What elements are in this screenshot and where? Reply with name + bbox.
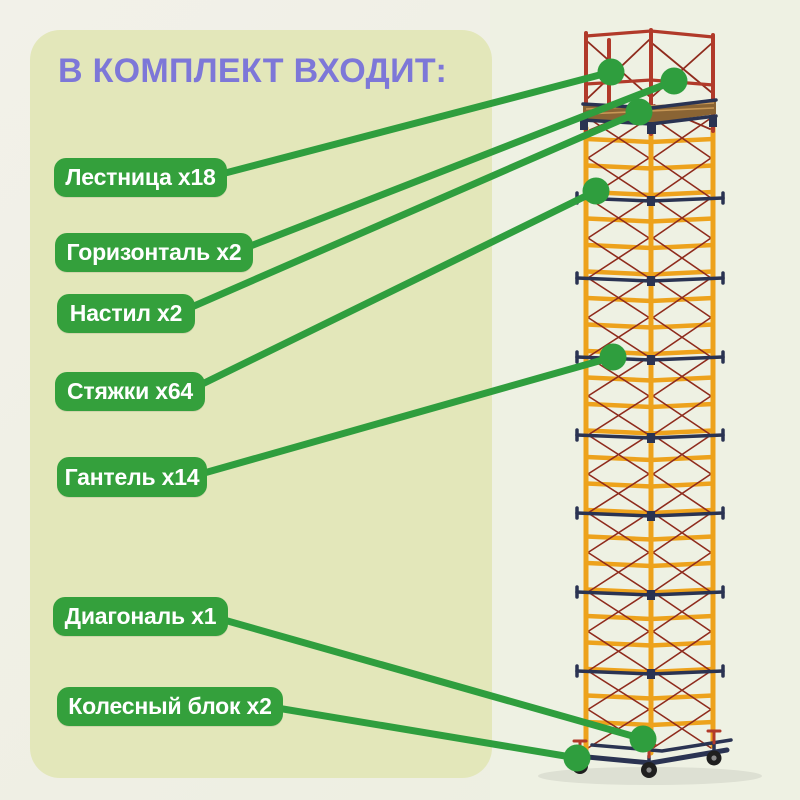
ladder-rung xyxy=(651,378,713,381)
ladder-rung xyxy=(651,537,713,540)
dumbbell-clamp xyxy=(647,511,655,521)
ladder-rung xyxy=(651,484,713,487)
ladder-rung xyxy=(587,643,651,646)
part-marker xyxy=(598,59,625,86)
callout-ladder: Лестница x18 xyxy=(54,158,227,197)
ladder-rung xyxy=(651,325,713,328)
part-marker xyxy=(630,726,657,753)
callout-horizontal: Горизонталь x2 xyxy=(55,233,253,272)
part-marker xyxy=(583,178,610,205)
callout-wheel-block: Колесный блок x2 xyxy=(57,687,283,726)
deck-clamp xyxy=(647,122,656,134)
callout-ties: Стяжки x64 xyxy=(55,372,205,411)
ladder-rung xyxy=(651,139,713,142)
ladder-rung xyxy=(587,166,651,169)
part-marker xyxy=(600,344,627,371)
ladder-rung xyxy=(587,484,651,487)
ladder-rung xyxy=(651,166,713,169)
connector-lines xyxy=(178,72,674,758)
ladder-rung xyxy=(587,457,651,460)
ladder-rung xyxy=(651,696,713,699)
part-marker xyxy=(564,745,591,772)
ladder-rung xyxy=(587,139,651,142)
ladder-rung xyxy=(651,616,713,619)
caster-hub xyxy=(646,767,651,772)
ladder-rung xyxy=(587,404,651,407)
part-marker xyxy=(626,99,653,126)
callout-deck: Настил x2 xyxy=(57,294,195,333)
ladder-rung xyxy=(587,537,651,540)
ladder-rung xyxy=(651,643,713,646)
ladder-rung xyxy=(651,404,713,407)
caster-hub xyxy=(711,755,716,760)
part-marker xyxy=(661,68,688,95)
dumbbell-clamp xyxy=(647,276,655,286)
callout-line xyxy=(190,357,613,477)
dumbbell-clamp xyxy=(647,196,655,206)
ladder-rung xyxy=(651,563,713,566)
dumbbell-clamp xyxy=(647,433,655,443)
ladder-rung xyxy=(651,722,713,725)
callout-diagonal: Диагональ x1 xyxy=(53,597,228,636)
callout-dumbbell: Гантель x14 xyxy=(57,457,207,497)
tower-body xyxy=(577,118,723,753)
ladder-rung xyxy=(587,616,651,619)
ladder-rung xyxy=(587,245,651,248)
page-title: В КОМПЛЕКТ ВХОДИТ: xyxy=(58,52,478,91)
ladder-rung xyxy=(587,325,651,328)
ladder-rung xyxy=(587,696,651,699)
ladder-rung xyxy=(651,245,713,248)
dumbbell-clamp xyxy=(647,590,655,600)
callout-line xyxy=(265,706,577,758)
deck-clamp xyxy=(709,116,717,127)
ladder-rung xyxy=(587,378,651,381)
dumbbell-clamp xyxy=(647,669,655,679)
dumbbell-clamp xyxy=(647,355,655,365)
ladder-rung xyxy=(651,457,713,460)
ladder-rung xyxy=(587,563,651,566)
